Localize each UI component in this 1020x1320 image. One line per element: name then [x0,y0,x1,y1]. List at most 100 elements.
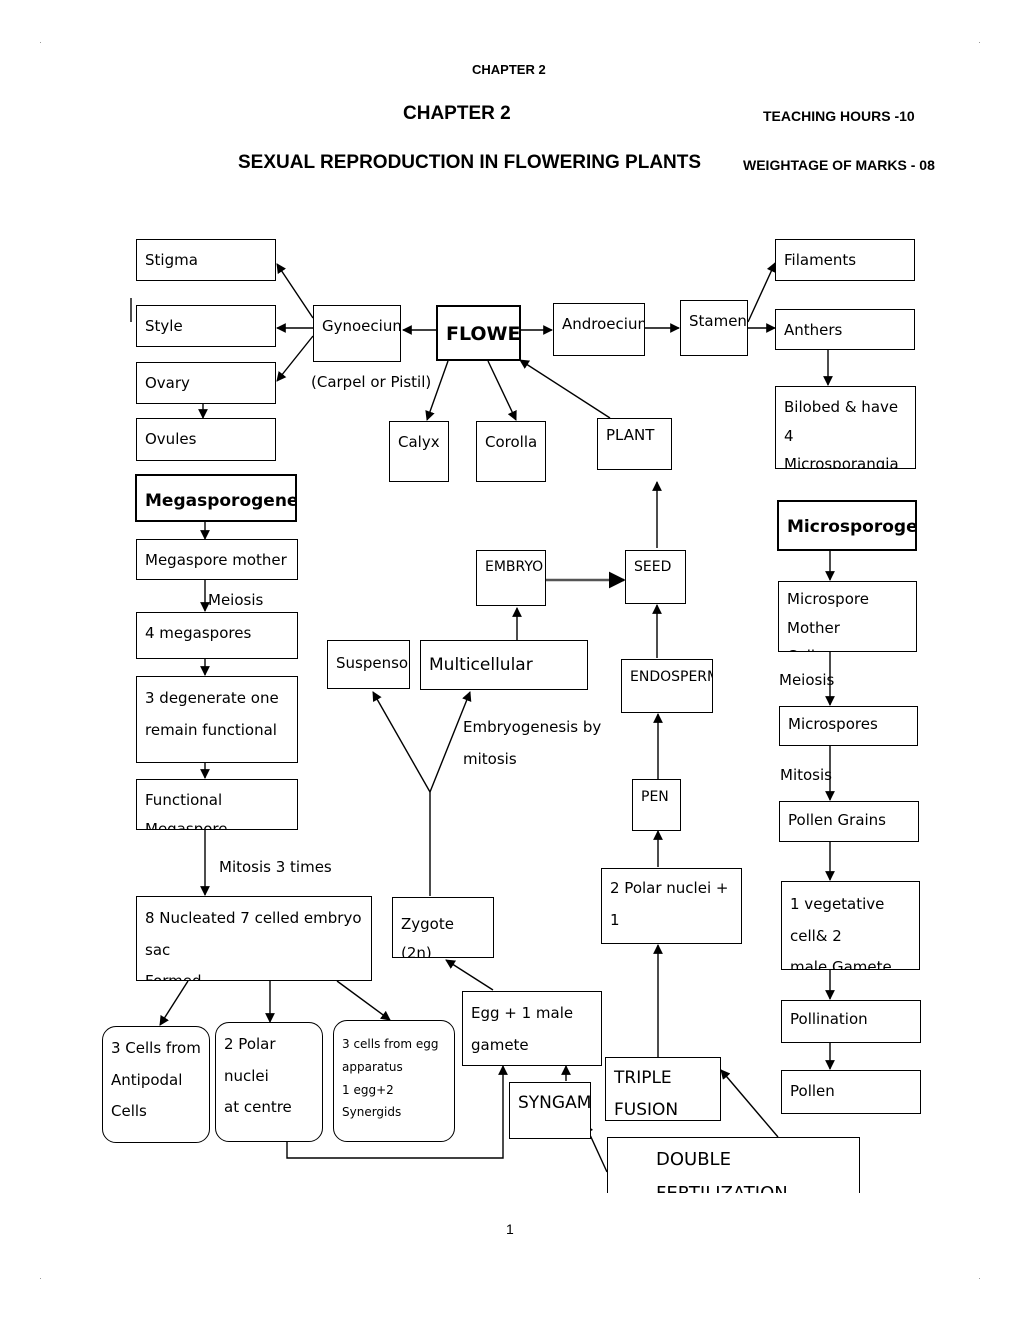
tetrad-label: Microspores Tetrad [788,715,878,745]
arrow-stamens-filaments [747,262,776,323]
pen-label: PEN [641,789,669,805]
embryogenesis-line-1: Embryogenesis by [463,718,602,736]
small-chapter-title: CHAPTER 2 [472,62,546,77]
embryo-sac-box: 8 Nucleated 7 celled embryo sac Formed [136,896,372,981]
anthers-box: Anthers [775,309,915,350]
stamens-box: Stamens [680,300,748,356]
microspore-mother-box: Microspore Mother Cell [778,581,917,652]
filaments-label: Filaments [784,251,857,269]
pollen-grains-label: Pollen Grains [788,811,886,829]
syngamy-box: SYNGAMY [509,1082,591,1139]
arrow-polar-to-egg [286,1065,508,1159]
corolla-box: Corolla [476,421,546,482]
multicellular-box: Multicellular embryo [420,640,588,690]
androecium-box: Androecium [553,303,645,356]
corolla-label: Corolla [485,433,538,451]
subject-title: SEXUAL REPRODUCTION IN FLOWERING PLANTS [238,152,702,173]
arrow-double-triple [720,1069,779,1138]
corner-mark-tl [40,42,41,43]
egg-apparatus-line-1: 3 cells from egg [342,1037,439,1051]
filaments-box: Filaments [775,239,915,281]
corner-mark-bl [40,1278,41,1279]
gynoecium-label: Gynoecium [322,317,401,335]
microspore-mother-line-1: Microspore Mother [787,590,869,637]
ovary-box: Ovary [136,362,276,404]
egg-apparatus-line-3: 1 egg+2 Synergids [342,1082,402,1120]
zygote-box: Zygote (2n) [392,897,494,958]
degenerate-line-2: remain functional [145,720,277,739]
arrow-sac-antipodal [159,980,189,1026]
megaspore-mother-label: Megaspore mother cell [145,551,287,569]
suspensor-box: Suspensor [327,640,410,689]
teaching-hours: TEACHING HOURS -10 [763,108,915,124]
ovules-label: Ovules [145,430,197,448]
pen-box: PEN [632,779,681,831]
polar-male-line-1: 2 Polar nuclei + 1 [610,879,729,929]
syngamy-label: SYNGAMY [518,1093,591,1113]
pollen-grains-box: Pollen Grains [779,801,919,842]
triple-fusion-label: TRIPLE FUSION [614,1068,679,1121]
style-label: Style [145,317,183,335]
arrow-gyn-stigma [276,263,314,319]
anthers-label: Anthers [784,321,843,339]
flower-label: FLOWER [446,323,521,345]
vegetative-line-1: 1 vegetative cell& 2 [790,895,885,945]
suspensor-label: Suspensor [336,654,410,672]
vegetative-box: 1 vegetative cell& 2 male Gamete [781,881,920,970]
pollen-germination-box: Pollen Germination [781,1070,921,1114]
vegetative-line-2: male Gamete [790,958,892,970]
page-number: 1 [506,1221,514,1237]
flower-box: FLOWER [436,305,521,361]
microspore-mother-line-2: Cell [787,642,908,651]
corner-mark-tr [979,42,980,43]
antipodal-line-3: Cells [111,1102,147,1120]
functional-megaspore-label: Functional Megaspore [145,791,228,830]
arrow-zygote-multicellular [429,691,472,793]
polar-male-box: 2 Polar nuclei + 1 male gamete [601,868,742,944]
arrow-flower-corolla [487,360,517,421]
embryo-box: EMBRYO [476,550,546,606]
carpel-note: (Carpel or Pistil) [311,373,432,391]
polar-male-line-2: male gamete [610,936,733,943]
stamens-label: Stamens [689,312,747,330]
double-fertilization-box: DOUBLE FERTILIZATION [607,1137,860,1193]
arrow-egg-zygote [445,959,494,991]
multicellular-label: Multicellular embryo [429,655,533,689]
calyx-box: Calyx [389,421,449,482]
seed-box: SEED [625,550,686,604]
pollination-box: Pollination [781,1000,921,1043]
tetrad-box: Microspores Tetrad [779,706,918,746]
arrow-sac-egg [336,980,391,1021]
egg-male-box: Egg + 1 male gamete [462,991,602,1066]
plant-label: PLANT [606,426,655,444]
polar-nuclei-box: 2 Polar nuclei at centre [215,1022,323,1142]
gynoecium-box: Gynoecium [313,305,401,362]
bilobed-line-2: Microsporangia [784,455,899,469]
embryogenesis-line-2: mitosis [463,749,517,768]
endosperm-label: ENDOSPERM [630,669,713,685]
arrow-zygote-suspensor [372,691,431,793]
egg-male-line-1: Egg + 1 male [471,1004,574,1022]
endosperm-box: ENDOSPERM [621,659,713,713]
corner-mark-br [979,1278,980,1279]
antipodal-line-2: Antipodal [111,1070,183,1089]
polar-nuclei-line-1: 2 Polar nuclei [224,1035,276,1085]
embryo-sac-line-2: Formed [145,972,202,981]
egg-apparatus-line-2: apparatus [342,1059,403,1074]
four-megaspores-box: 4 megaspores [136,612,298,659]
embryo-sac-line-1: 8 Nucleated 7 celled embryo sac [145,909,362,959]
double-fertilization-label: DOUBLE FERTILIZATION [656,1149,788,1193]
polar-nuclei-line-2: at centre [224,1098,292,1116]
stigma-label: Stigma [145,251,198,269]
bilobed-line-1: Bilobed & have 4 [784,398,899,445]
meiosis-male-label: Meiosis [779,671,835,689]
egg-male-line-2: gamete [471,1035,529,1054]
ovary-label: Ovary [145,374,190,392]
calyx-label: Calyx [398,433,440,451]
microsporogenes-box: Microsporogenes [777,500,917,551]
triple-fusion-box: TRIPLE FUSION [605,1057,721,1121]
four-megaspores-label: 4 megaspores [145,624,252,642]
megasporogenesis-label: Megasporogenesis [145,491,295,511]
zygote-label: Zygote (2n) [401,915,454,958]
